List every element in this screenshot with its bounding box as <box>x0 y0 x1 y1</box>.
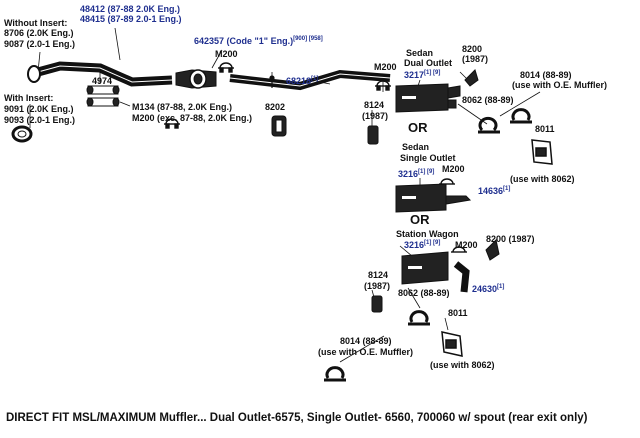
label-8011-a: 8011 <box>535 124 555 134</box>
label-with-insert: With Insert: <box>4 93 54 103</box>
label-9093: 9093 (2.0-1 Eng.) <box>4 115 76 125</box>
clamp-m200-wagon <box>451 246 467 253</box>
label-8124-a-year: (1987) <box>362 111 389 121</box>
label-sedan-single-1: Sedan <box>402 142 430 152</box>
clamp-m200-muffler <box>375 80 391 91</box>
label-14636-number: 14636 <box>478 186 504 196</box>
tailpipe-14636 <box>445 195 472 205</box>
label-642357-number: 642357 (Code "1" Eng.) <box>194 36 294 46</box>
label-48412: 48412 (87-88 2.0K Eng.) <box>80 4 181 14</box>
label-8202: 8202 <box>265 102 286 112</box>
catalytic-converter <box>175 69 217 89</box>
label-m200-b: M200 <box>374 62 397 72</box>
label-8124-b-year: (1987) <box>364 281 391 291</box>
label-8062-a: 8062 (88-89) <box>462 95 514 105</box>
hanger-8124-a <box>367 125 379 145</box>
label-m200-d: M200 <box>455 240 478 250</box>
bracket-8011-a <box>531 139 553 165</box>
label-8706: 8706 (2.0K Eng.) <box>4 28 74 38</box>
label-3217-number: 3217 <box>404 70 425 80</box>
label-8011-b: 8011 <box>448 308 468 318</box>
label-3217-notes: [1] [9] <box>424 70 441 76</box>
label-8062-b: 8062 (88-89) <box>398 288 450 298</box>
muffler-station-wagon <box>401 251 449 285</box>
label-642357: 642357 (Code "1" Eng.)[900] [958] <box>194 36 323 47</box>
label-9091: 9091 (2.0K Eng.) <box>4 104 74 114</box>
label-8011-a-use: (use with 8062) <box>510 174 575 184</box>
label-14636-note: [1] <box>503 186 511 192</box>
label-m200-exc: M200 (exc. 87-88, 2.0K Eng.) <box>132 113 253 123</box>
label-8014-a-use: (use with O.E. Muffler) <box>512 80 608 90</box>
label-9087: 9087 (2.0-1 Eng.) <box>4 39 76 49</box>
clamp-m200-top <box>218 62 234 73</box>
footer-note: DIRECT FIT MSL/MAXIMUM Muffler... Dual O… <box>6 412 588 424</box>
hanger-8202 <box>271 115 287 137</box>
label-24630-note: [1] <box>497 284 505 290</box>
strap-8062-a <box>478 116 500 134</box>
label-sedan-dual-1: Sedan <box>406 48 434 58</box>
label-3216-a: 3216[1] [9] <box>398 169 434 180</box>
label-3216-a-notes: [1] [9] <box>418 169 435 175</box>
bracket-8011-b <box>441 331 463 357</box>
label-without-insert: Without Insert: <box>4 18 68 28</box>
label-m200-a: M200 <box>215 49 238 59</box>
tailpipe-24630 <box>453 261 470 293</box>
muffler-single-outlet <box>395 183 447 213</box>
hanger-stud <box>269 75 275 88</box>
strap-8062-b <box>408 310 430 326</box>
gasket-rings <box>11 125 33 143</box>
label-8124-a: 8124 <box>364 100 385 110</box>
label-3216-b: 3216[1] [9] <box>404 240 440 251</box>
strap-8014-b <box>324 366 346 382</box>
label-8200-a: 8200 <box>462 44 483 54</box>
label-or-1: OR <box>408 120 428 135</box>
label-48415: 48415 (87-89 2.0-1 Eng.) <box>80 14 182 24</box>
clamp-m200-single <box>439 178 455 185</box>
label-24630: 24630[1] <box>472 284 504 295</box>
label-3216-b-notes: [1] [9] <box>424 240 441 246</box>
label-3216-b-number: 3216 <box>404 240 425 250</box>
label-8200-a-year: (1987) <box>462 54 489 64</box>
label-14636: 14636[1] <box>478 186 510 197</box>
label-8014-a: 8014 (88-89) <box>520 70 572 80</box>
label-sedan-single-2: Single Outlet <box>400 153 456 163</box>
label-8014-b-use: (use with O.E. Muffler) <box>318 347 414 357</box>
label-station-wagon: Station Wagon <box>396 229 459 239</box>
label-sedan-dual-2: Dual Outlet <box>404 58 453 68</box>
label-3217: 3217[1] [9] <box>404 70 440 81</box>
hanger-8200-b <box>485 238 500 261</box>
label-or-2: OR <box>410 212 430 227</box>
strap-8014-a <box>510 108 532 124</box>
label-24630-number: 24630 <box>472 284 498 294</box>
label-3216-a-number: 3216 <box>398 169 419 179</box>
muffler-dual-outlet <box>395 83 461 113</box>
label-8124-b: 8124 <box>368 270 389 280</box>
resonator-pipe <box>229 69 391 91</box>
label-m134: M134 (87-88, 2.0K Eng.) <box>132 102 233 112</box>
hanger-8200-a <box>464 69 479 87</box>
label-8200-b: 8200 (1987) <box>486 234 535 244</box>
label-4974: 4974 <box>92 76 113 86</box>
main-pipe <box>27 61 173 87</box>
label-68218-note: [1] <box>311 76 319 82</box>
hanger-8124-b <box>371 295 383 313</box>
label-642357-notes: [900] [958] <box>293 36 323 42</box>
part-4974 <box>86 85 120 107</box>
label-8014-b: 8014 (88-89) <box>340 336 392 346</box>
label-68218: 68218[1] <box>286 76 318 87</box>
label-68218-number: 68218 <box>286 76 312 86</box>
label-m200-c: M200 <box>442 164 465 174</box>
clamp-m134 <box>164 118 180 129</box>
label-8011-b-use: (use with 8062) <box>430 360 495 370</box>
